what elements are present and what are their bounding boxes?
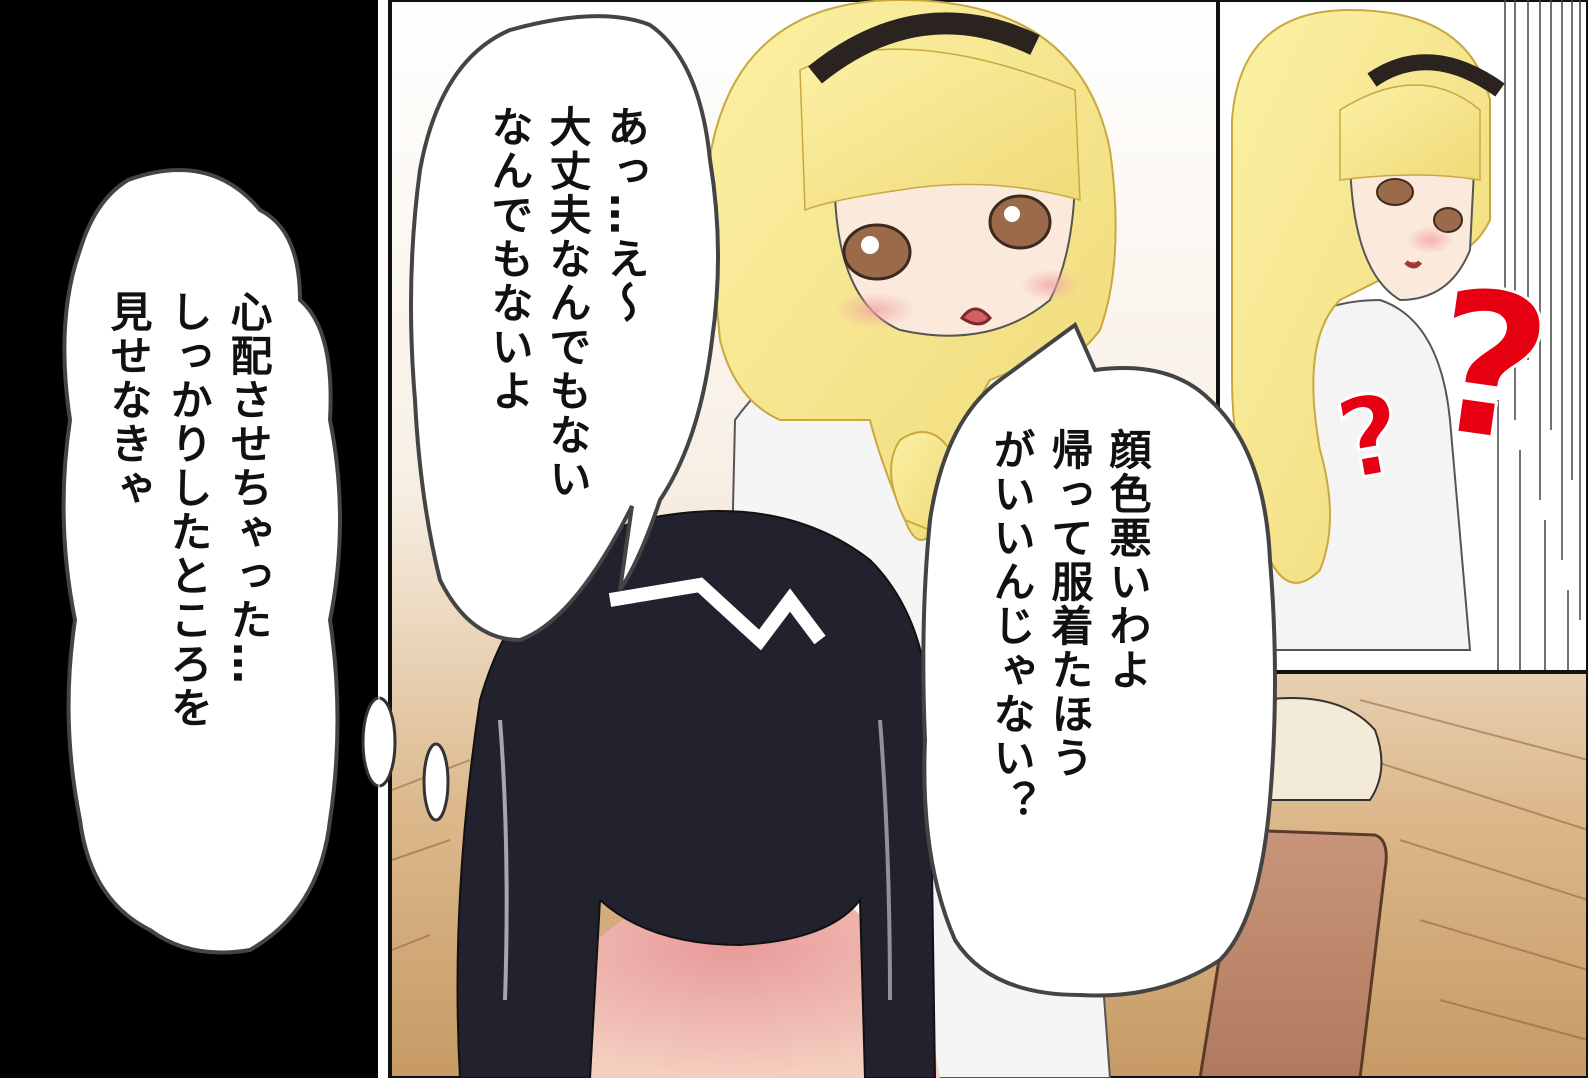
thought-line: しっかりしたところを bbox=[164, 290, 213, 730]
speech-bubble-left-text: あっ…え～ 大丈夫なんでもない なんでもないよ bbox=[474, 105, 654, 545]
black-haired-girl-figure bbox=[456, 510, 940, 1078]
floor-lines bbox=[391, 699, 1588, 1041]
speech-line: 帰って服着たほう bbox=[1045, 428, 1094, 780]
speech-line: がいいんじゃない？ bbox=[987, 428, 1036, 824]
thought-line: 見せなきゃ bbox=[104, 290, 153, 510]
speech-line: なんでもないよ bbox=[485, 105, 534, 413]
speech-bubble-right-text: 顔色悪いわよ 帰って服着たほう がいいんじゃない？ bbox=[976, 428, 1156, 948]
speech-bubble-left-shape bbox=[409, 14, 720, 643]
speech-line: 大丈夫なんでもない bbox=[543, 105, 592, 501]
chair-back bbox=[1260, 697, 1383, 801]
speed-lines bbox=[1497, 0, 1581, 670]
speech-line: 顔色悪いわよ bbox=[1103, 428, 1152, 692]
thought-bubble-shape bbox=[61, 168, 450, 955]
thought-line: 心配させちゃった… bbox=[224, 290, 273, 686]
speech-line: あっ…え～ bbox=[601, 105, 650, 325]
inset-panel bbox=[1216, 0, 1588, 674]
thought-bubble-text: 心配させちゃった… しっかりしたところを 見せなきゃ bbox=[104, 290, 278, 890]
speech-bubble-right-shape bbox=[921, 321, 1277, 998]
